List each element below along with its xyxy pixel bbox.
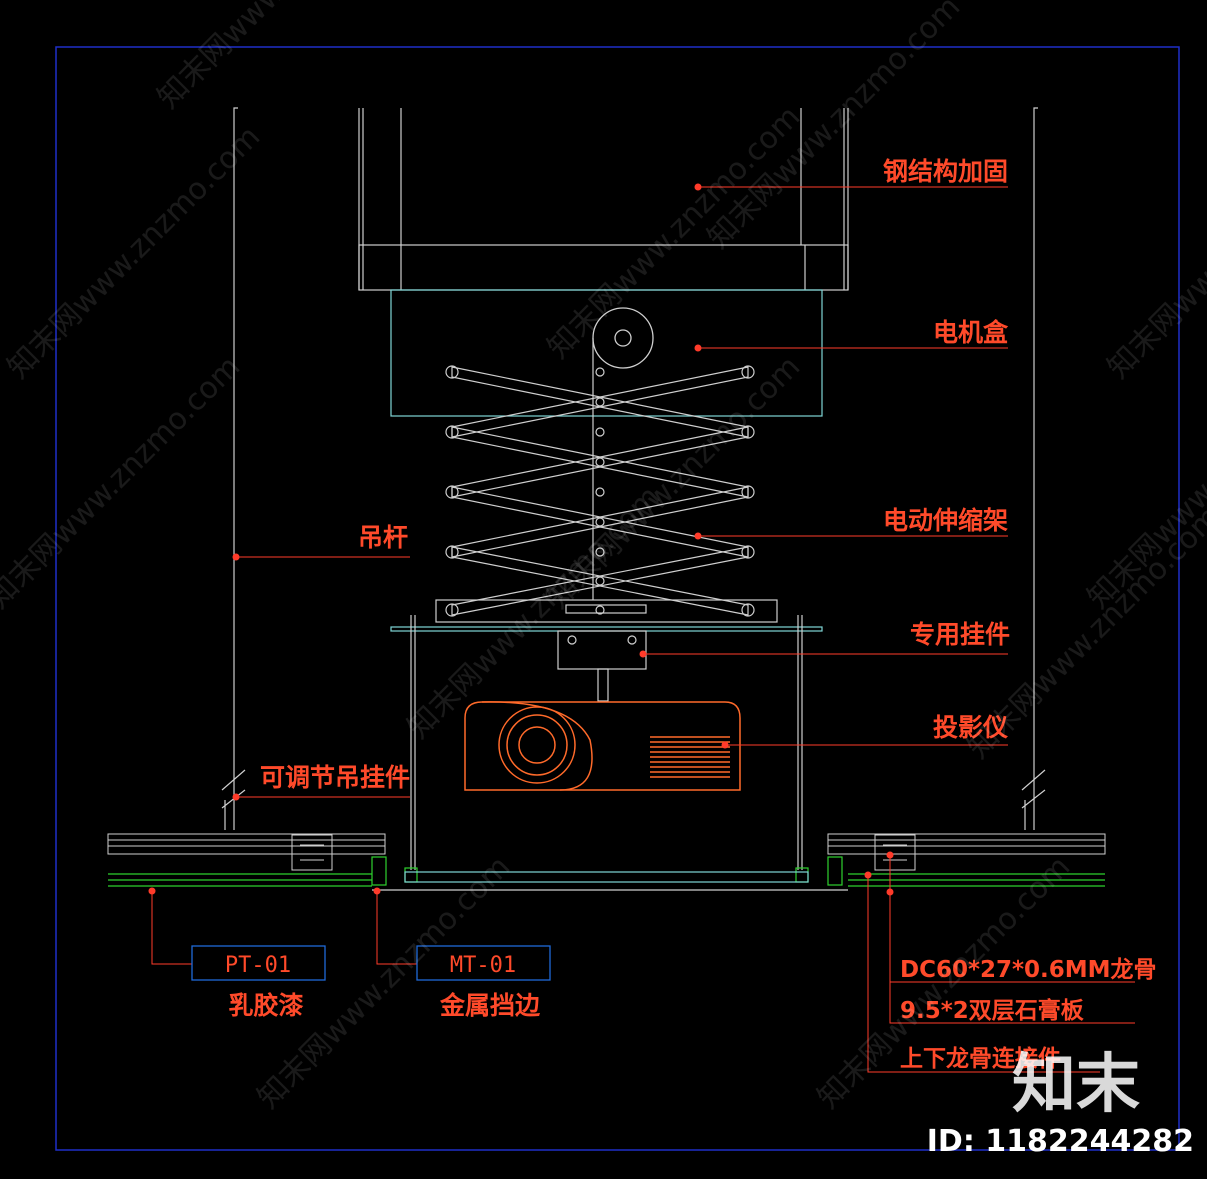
leader-dots [148,183,894,896]
scissor-pivot [595,487,605,497]
watermark-text: 知末网www.znzmo.com [1101,119,1207,385]
scissor-joint [445,365,459,379]
watermark-text: 知末网www.znzmo.com [251,849,517,1115]
scissor-joint [445,545,459,559]
scissor-arm [451,366,749,438]
electric-scissor-lift [445,365,755,617]
code-boxes [191,945,551,981]
label-motor-box: 电机盒 [933,318,1009,347]
label-adjustable-hanger: 可调节吊挂件 [260,763,410,792]
scissor-arm [451,546,749,616]
label-keel: DC60*27*0.6MM龙骨 [900,957,1157,983]
watermark-text: 知末网www.znzmo.com [0,349,247,615]
brand-logo: 知末 [1012,1048,1140,1122]
drawing-border [55,46,1180,1151]
scissor-joint [741,603,755,617]
label-hanger-rod: 吊杆 [358,523,408,552]
label-latex-paint: 乳胶漆 [228,991,303,1020]
scissor-pivot [595,397,605,407]
scissor-joint [445,485,459,499]
code-pt-01: PT-01 [225,953,291,978]
scissor-joint [741,545,755,559]
image-id: ID: 1182244282 [927,1124,1194,1159]
scissor-arm [451,366,749,438]
scissor-pivot [595,457,605,467]
scissor-pivot [595,547,605,557]
ceiling-system [107,833,1106,891]
scissor-joint [741,425,755,439]
label-steel-reinforcement: 钢结构加固 [883,157,1008,186]
scissor-pivot [595,517,605,527]
scissor-joint [741,365,755,379]
scissor-pivot [595,576,605,586]
scissor-joint [445,425,459,439]
watermark-text: 知末网www.znzmo.com [541,99,807,365]
scissor-pivot [595,605,605,615]
scissor-arm [451,546,749,616]
code-mt-01: MT-01 [450,953,516,978]
watermark-text: 知末网www.znzmo.com [1,119,267,385]
label-metal-edge: 金属挡边 [439,991,541,1020]
leader-lines [151,186,1135,1073]
scissor-joint [741,485,755,499]
watermark-text: 知末网www.znzmo.com [701,0,967,256]
hanger-rods [221,107,1046,830]
label-keel-connector: 上下龙骨连接件 [900,1045,1061,1072]
label-special-hanger: 专用挂件 [910,620,1010,649]
steel-structure [358,108,849,291]
label-projector: 投影仪 [933,713,1009,742]
label-electric-lift: 电动伸缩架 [883,506,1008,535]
scissor-pivot [595,367,605,377]
scissor-joint [445,603,459,617]
scissor-pivot [595,427,605,437]
label-gypsum-board: 9.5*2双层石膏板 [900,997,1085,1024]
special-hanger [390,599,823,870]
watermark-text: 知末网www.znzmo.com [151,0,417,116]
projector [464,701,741,791]
